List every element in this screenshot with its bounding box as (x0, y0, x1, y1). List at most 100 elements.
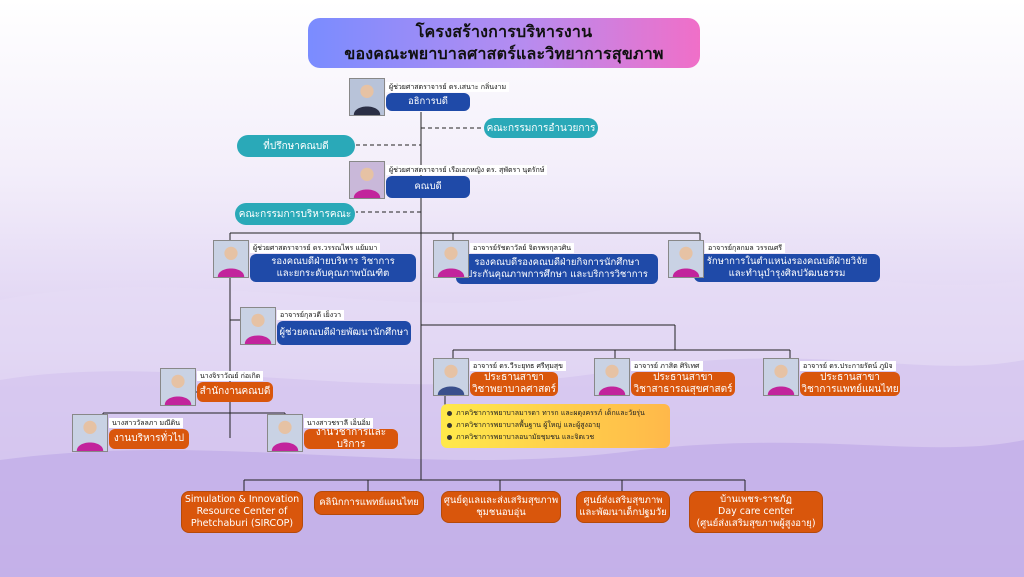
program-chair-2-role-line2: วิชาสาธารณสุขศาสตร์ (633, 384, 733, 395)
person-photo-icon (73, 415, 107, 451)
vice-dean-2-role-line2: ประกันคุณภาพการศึกษา และบริการวิชาการ (466, 269, 648, 280)
dean-box: คณบดี (386, 176, 470, 198)
unit-line: Resource Center of (196, 506, 288, 517)
list-item: ภาควิชาการพยาบาลมารดา ทารก และผดุงครรภ์ … (447, 407, 664, 419)
academic-service-name: นางสาวชราลี เอ็นอิ่ม (304, 418, 374, 428)
program-chair-3-box: ประธานสาขา วิชาการแพทย์แผนไทย (800, 372, 900, 396)
department-label: ภาควิชาการพยาบาลพื้นฐาน ผู้ใหญ่ และผู้สู… (456, 421, 601, 429)
bullet-icon (447, 434, 452, 440)
general-admin-name: นางสาววัลลภา มณีดิน (109, 418, 183, 428)
vice-dean-1-role-line1: รองคณบดีฝ่ายบริหาร วิชาการ (271, 256, 395, 267)
unit-line: ชุมชนอบอุ่น (476, 507, 526, 518)
title-line-2: ของคณะพยาบาลศาสตร์และวิทยาการสุขภาพ (344, 44, 664, 63)
dean-advisor-label: ที่ปรึกษาคณบดี (263, 140, 329, 152)
faculty-committee-label: คณะกรรมการบริหารคณะ (238, 208, 352, 220)
vice-dean-1-name: ผู้ช่วยศาสตราจารย์ ดร.วรรณไพร แย้มมา (250, 243, 381, 253)
title-line-1: โครงสร้างการบริหารงาน (415, 22, 593, 41)
person-photo-icon (350, 79, 384, 115)
assistant-dean-box: ผู้ช่วยคณบดีฝ่ายพัฒนานักศึกษา (277, 321, 411, 345)
faculty-committee-box: คณะกรรมการบริหารคณะ (235, 203, 355, 225)
general-admin-role: งานบริหารทั่วไป (113, 433, 185, 444)
unit-line: ศูนย์ดูแลและส่งเสริมสุขภาพ (443, 495, 559, 506)
vice-dean-3-role-line2: และทำนุบำรุงศิลปวัฒนธรรม (728, 268, 846, 279)
department-label: ภาควิชาการพยาบาลอนามัยชุมชน และจิตเวช (456, 433, 595, 441)
person-photo-icon (669, 241, 703, 277)
unit-line: ศูนย์ส่งเสริมสุขภาพ (583, 495, 663, 506)
nursing-departments-list: ภาควิชาการพยาบาลมารดา ทารก และผดุงครรภ์ … (441, 404, 670, 448)
academic-service-photo (267, 414, 303, 452)
chart-title: โครงสร้างการบริหารงาน ของคณะพยาบาลศาสตร์… (308, 18, 700, 68)
program-chair-3-role-line1: ประธานสาขา (820, 372, 880, 383)
program-chair-2-photo (594, 358, 630, 396)
vice-dean-3-photo (668, 240, 704, 278)
university-committee-label: คณะกรรมการอำนวยการ (486, 122, 596, 134)
assistant-dean-photo (240, 307, 276, 345)
person-photo-icon (268, 415, 302, 451)
vice-dean-3-name: อาจารย์กุลกมล วรรณศรี (705, 243, 786, 253)
vice-dean-3-role-line1: รักษาการในตำแหน่งรองคณบดีฝ่ายวิจัย (706, 256, 868, 267)
unit-line: Phetchaburi (SIRCOP) (190, 518, 294, 529)
assistant-dean-role: ผู้ช่วยคณบดีฝ่ายพัฒนานักศึกษา (279, 327, 409, 338)
program-chair-1-name: อาจารย์ ดร.วีระยุทธ ศรีทุมสุข (470, 361, 566, 371)
office-head-photo (160, 368, 196, 406)
office-head-name: นางจิราวัณย์ ก่อเกิด (197, 371, 264, 381)
list-item: ภาควิชาการพยาบาลอนามัยชุมชน และจิตเวช (447, 431, 664, 443)
program-chair-3-photo (763, 358, 799, 396)
dean-role: คณบดี (414, 181, 442, 192)
president-name: ผู้ช่วยศาสตราจารย์ ดร.เสนาะ กลิ่นงาม (386, 82, 510, 92)
vice-dean-2-photo (433, 240, 469, 278)
unit-line: Simulation & Innovation (184, 494, 300, 505)
vice-dean-1-box: รองคณบดีฝ่ายบริหาร วิชาการ และยกระดับคุณ… (250, 254, 416, 282)
vice-dean-1-photo (213, 240, 249, 278)
department-label: ภาควิชาการพยาบาลมารดา ทารก และผดุงครรภ์ … (456, 409, 645, 417)
person-photo-icon (161, 369, 195, 405)
bullet-icon (447, 422, 452, 428)
person-photo-icon (434, 241, 468, 277)
unit-line: คลินิกการแพทย์แผนไทย (319, 497, 419, 508)
program-chair-3-role-line2: วิชาการแพทย์แผนไทย (801, 384, 899, 395)
unit-line: Day care center (718, 506, 794, 517)
person-photo-icon (214, 241, 248, 277)
program-chair-2-box: ประธานสาขา วิชาสาธารณสุขศาสตร์ (631, 372, 735, 396)
list-item: ภาควิชาการพยาบาลพื้นฐาน ผู้ใหญ่ และผู้สู… (447, 419, 664, 431)
person-photo-icon (434, 359, 468, 395)
bullet-icon (447, 410, 452, 416)
unit-early-childhood-center-box: ศูนย์ส่งเสริมสุขภาพ และพัฒนาเด็กปฐมวัย (576, 491, 670, 523)
general-admin-box: งานบริหารทั่วไป (109, 429, 189, 449)
general-admin-photo (72, 414, 108, 452)
unit-community-health-center-box: ศูนย์ดูแลและส่งเสริมสุขภาพ ชุมชนอบอุ่น (441, 491, 561, 523)
vice-dean-2-name: อาจารย์รัชดาวัลย์ จิตรพรกุลวศิน (470, 243, 575, 253)
person-photo-icon (764, 359, 798, 395)
president-box: อธิการบดี (386, 93, 470, 111)
unit-thai-medicine-clinic-box: คลินิกการแพทย์แผนไทย (314, 491, 424, 515)
vice-dean-2-role-line1: รองคณบดีรองคณบดีฝ่ายกิจการนักศึกษา (474, 257, 640, 268)
program-chair-2-name: อาจารย์ ภาสิต ศิริเทศ (631, 361, 703, 371)
program-chair-3-name: อาจารย์ ดร.ประกายรัตน์ ภูมิจ (800, 361, 896, 371)
vice-dean-2-box: รองคณบดีรองคณบดีฝ่ายกิจการนักศึกษา ประกั… (456, 254, 658, 284)
program-chair-1-box: ประธานสาขา วิชาพยาบาลศาสตร์ (470, 372, 558, 396)
program-chair-1-role-line2: วิชาพยาบาลศาสตร์ (471, 384, 557, 395)
office-head-role: สำนักงานคณบดี (199, 386, 271, 397)
president-role: อธิการบดี (408, 96, 448, 107)
dean-advisor-box: ที่ปรึกษาคณบดี (237, 135, 355, 157)
unit-line: และพัฒนาเด็กปฐมวัย (579, 507, 667, 518)
person-photo-icon (350, 162, 384, 198)
unit-sircop-box: Simulation & Innovation Resource Center … (181, 491, 303, 533)
office-head-box: สำนักงานคณบดี (197, 382, 273, 402)
dean-name: ผู้ช่วยศาสตราจารย์ เรือเอกหญิง ดร. สุพัต… (386, 165, 548, 175)
program-chair-2-role-line1: ประธานสาขา (653, 372, 713, 383)
person-photo-icon (241, 308, 275, 344)
academic-service-box: งานวิชาการและบริการ (304, 427, 398, 450)
unit-line: บ้านเพชร-ราชภัฏ (720, 494, 792, 505)
unit-day-care-center-box: บ้านเพชร-ราชภัฏ Day care center (ศูนย์ส่… (689, 491, 823, 533)
vice-dean-3-box: รักษาการในตำแหน่งรองคณบดีฝ่ายวิจัย และทำ… (694, 254, 880, 282)
assistant-dean-name: อาจารย์กุลวดี เย็งวา (277, 310, 345, 320)
dean-photo (349, 161, 385, 199)
program-chair-1-photo (433, 358, 469, 396)
vice-dean-1-role-line2: และยกระดับคุณภาพบัณฑิต (276, 268, 390, 279)
academic-service-role: งานวิชาการและบริการ (315, 427, 387, 450)
program-chair-1-role-line1: ประธานสาขา (484, 372, 544, 383)
president-photo (349, 78, 385, 116)
person-photo-icon (595, 359, 629, 395)
unit-line: (ศูนย์ส่งเสริมสุขภาพผู้สูงอายุ) (696, 518, 816, 529)
